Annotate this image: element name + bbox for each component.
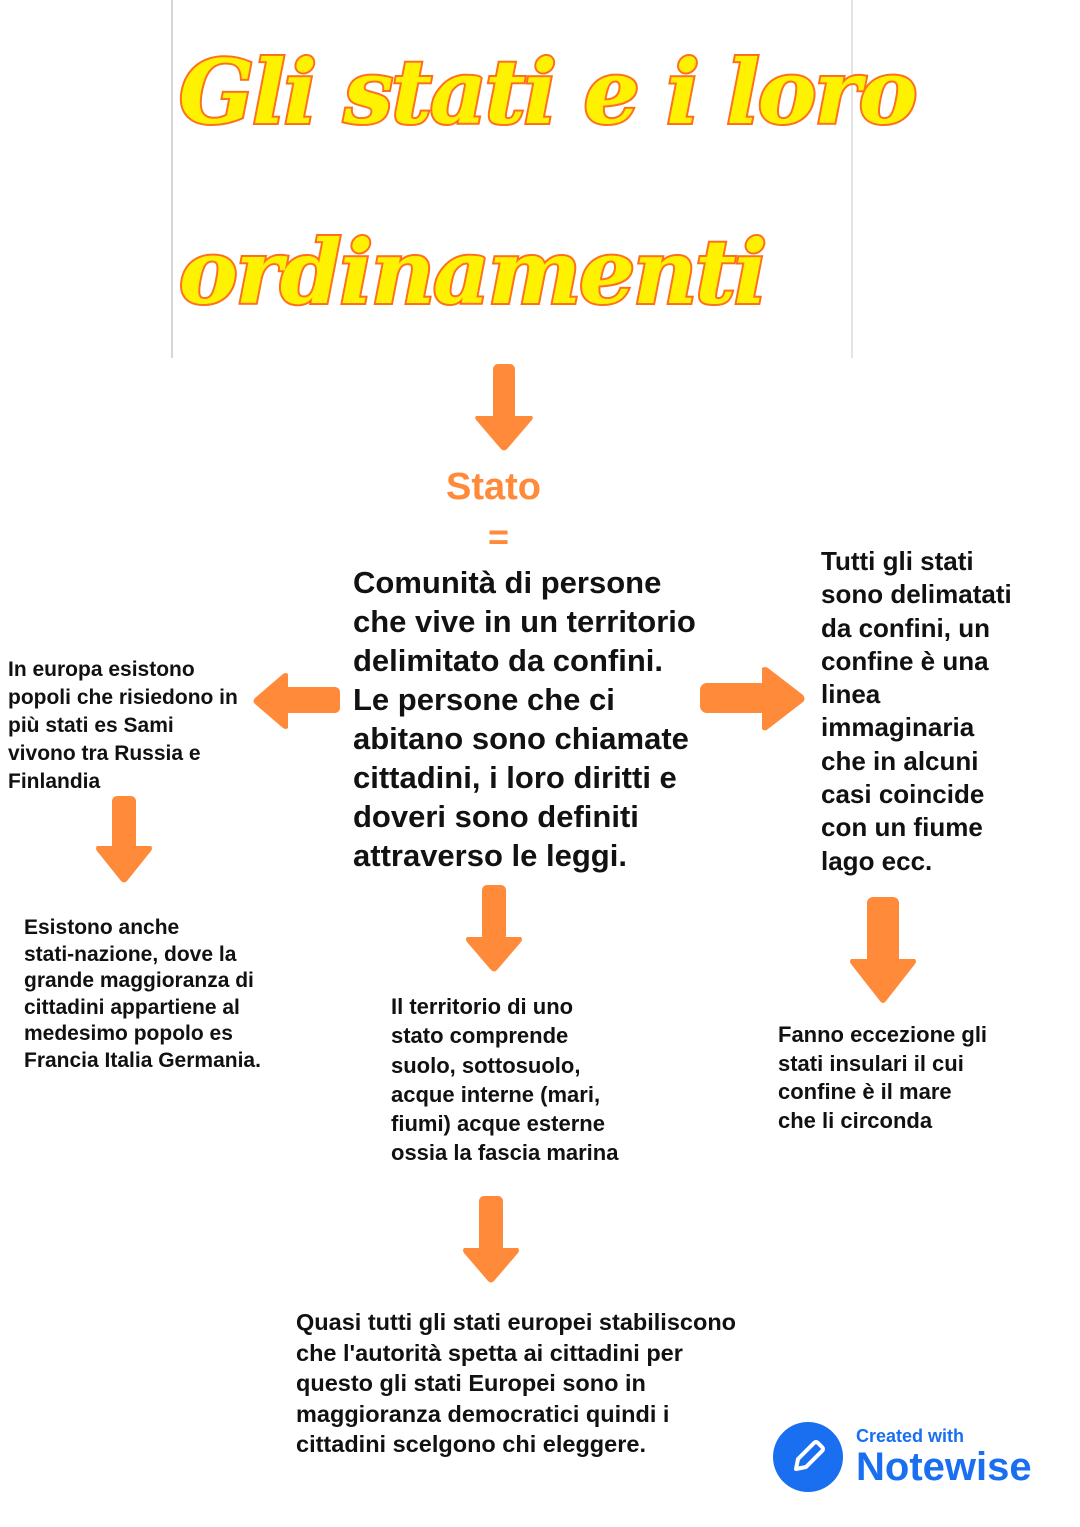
title-banner: Gli stati e i loro ordinamenti <box>171 0 919 358</box>
arrow-down-icon <box>96 796 152 883</box>
note-popoli-europa: In europa esistono popoli che risiedono … <box>8 658 238 793</box>
equals-sign: = <box>488 516 510 557</box>
note-stati-nazione: Esistono anche stati-nazione, dove la gr… <box>24 916 261 1072</box>
note-confini: Tutti gli stati sono delimatati da confi… <box>821 546 1012 876</box>
note-stati-insulari: Fanno eccezione gli stati insulari il cu… <box>778 1022 988 1133</box>
arrow-down-icon <box>850 897 916 1003</box>
note-territorio: Il territorio di uno stato comprende suo… <box>391 994 619 1166</box>
note-democrazia: Quasi tutti gli stati europei stabilisco… <box>296 1309 737 1457</box>
arrow-down-icon <box>463 1196 519 1283</box>
stato-heading: Stato <box>446 466 541 508</box>
arrow-down-icon <box>475 364 533 451</box>
brand-created-with: Created with <box>856 1426 965 1446</box>
title-line-1: Gli stati e i loro <box>177 38 919 146</box>
arrow-down-icon <box>466 885 522 972</box>
pencil-icon <box>773 1422 843 1492</box>
stato-definition: Comunità di persone che vive in un terri… <box>353 565 696 873</box>
title-line-2: ordinamenti <box>177 218 769 326</box>
arrow-right-icon <box>700 667 805 731</box>
notewise-watermark: Created with Notewise <box>773 1422 1032 1492</box>
arrow-left-icon <box>253 673 340 729</box>
brand-name: Notewise <box>856 1445 1032 1489</box>
